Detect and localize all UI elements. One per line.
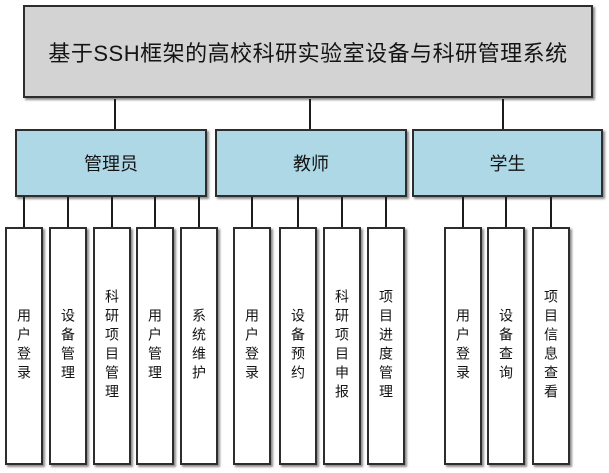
leaf-box-admin-research-project-mgmt: 科研项目管理 — [93, 227, 131, 465]
leaf-box-student-user-login: 用户登录 — [444, 227, 482, 465]
leaf-label: 用户登录 — [16, 308, 32, 384]
role-box-teacher: 教师 — [215, 129, 407, 197]
connector-admin-leaf-4 — [154, 197, 156, 227]
leaf-box-admin-user-login: 用户登录 — [5, 227, 43, 465]
connector-admin-leaf-2 — [67, 197, 69, 227]
leaf-box-teacher-project-progress-mgmt: 项目进度管理 — [367, 227, 405, 465]
role-box-admin: 管理员 — [15, 129, 207, 197]
leaf-box-admin-user-mgmt: 用户管理 — [136, 227, 174, 465]
connector-teacher-leaf-3 — [341, 197, 343, 227]
connector-teacher-leaf-4 — [385, 197, 387, 227]
role-label-student: 学生 — [489, 154, 526, 174]
leaf-label: 项目信息查看 — [543, 289, 559, 403]
leaf-box-teacher-project-application: 科研项目申报 — [323, 227, 361, 465]
connector-title-admin — [114, 99, 116, 129]
leaf-box-student-project-info-view: 项目信息查看 — [532, 227, 570, 465]
leaf-label: 项目进度管理 — [378, 289, 394, 403]
leaf-label: 科研项目申报 — [334, 289, 350, 403]
role-label-admin: 管理员 — [84, 154, 138, 174]
connector-student-leaf-1 — [462, 197, 464, 227]
leaf-label: 设备管理 — [60, 308, 76, 384]
connector-title-student — [502, 99, 504, 129]
leaf-label: 用户管理 — [147, 308, 163, 384]
leaf-box-admin-system-maintenance: 系统维护 — [180, 227, 218, 465]
leaf-label: 设备查询 — [498, 308, 514, 384]
leaf-label: 科研项目管理 — [104, 289, 120, 403]
leaf-box-student-equipment-query: 设备查询 — [487, 227, 525, 465]
leaf-box-admin-equipment-mgmt: 设备管理 — [49, 227, 87, 465]
connector-admin-leaf-1 — [23, 197, 25, 227]
leaf-label: 系统维护 — [191, 308, 207, 384]
role-label-teacher: 教师 — [293, 154, 329, 174]
connector-title-teacher — [309, 99, 311, 129]
leaf-label: 设备预约 — [290, 308, 306, 384]
connector-student-leaf-2 — [505, 197, 507, 227]
diagram-title: 基于SSH框架的高校科研实验室设备与科研管理系统 — [48, 40, 568, 66]
connector-student-leaf-3 — [550, 197, 552, 227]
leaf-label: 用户登录 — [244, 308, 260, 384]
leaf-label: 用户登录 — [455, 308, 471, 384]
role-box-student: 学生 — [412, 129, 603, 197]
diagram-title-box: 基于SSH框架的高校科研实验室设备与科研管理系统 — [23, 5, 593, 98]
connector-admin-leaf-5 — [198, 197, 200, 227]
connector-admin-leaf-3 — [111, 197, 113, 227]
connector-teacher-leaf-2 — [297, 197, 299, 227]
leaf-box-teacher-user-login: 用户登录 — [233, 227, 271, 465]
connector-teacher-leaf-1 — [251, 197, 253, 227]
leaf-box-teacher-equipment-reservation: 设备预约 — [279, 227, 317, 465]
